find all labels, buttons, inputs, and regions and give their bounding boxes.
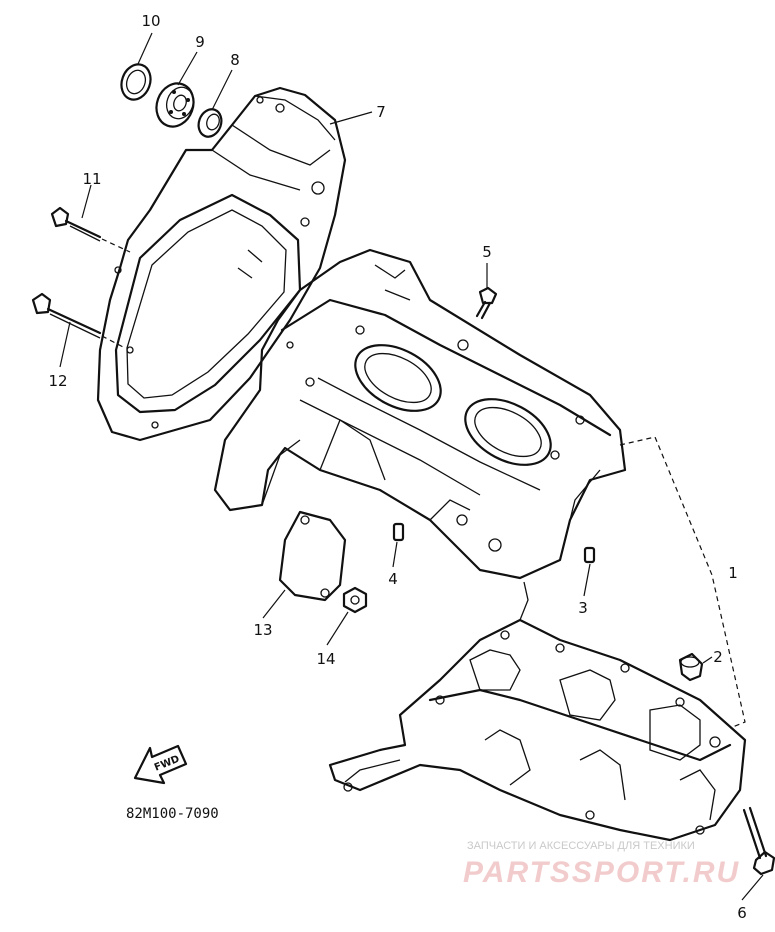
callout-10: 10 [141,12,160,30]
part-4-dowel-pin [392,522,405,542]
callout-labels: 10 9 8 7 11 12 5 4 3 1 2 13 14 6 [48,12,746,922]
callout-14: 14 [316,650,335,668]
part-13-cover-plate [278,510,347,602]
callout-12: 12 [48,372,67,390]
part-8-spacer [197,108,223,138]
lower-crankcase [328,581,747,842]
callout-1: 1 [728,564,738,582]
leader-lines [59,32,764,901]
watermark: ЗАПЧАСТИ И АКСЕССУАРЫ ДЛЯ ТЕХНИКИ PARTSS… [463,840,740,889]
part-1-assembly-bracket [619,436,746,729]
watermark-logo: PARTSSPORT.RU [463,856,740,889]
part-6-bolt [742,806,775,876]
part-5-bolt [475,286,498,320]
drawing-code: 82M100-7090 [126,806,219,822]
callout-6: 6 [737,904,747,922]
part-12-bolt [31,292,126,349]
callout-2: 2 [713,648,723,666]
fwd-arrow: FWD [133,744,188,785]
callout-5: 5 [482,243,492,261]
callout-4: 4 [388,570,398,588]
part-10-oil-seal [120,63,152,101]
callout-9: 9 [195,33,205,51]
callout-8: 8 [230,51,240,69]
callout-11: 11 [82,170,101,188]
part-9-bearing [155,82,195,128]
callout-7: 7 [376,103,386,121]
part-7-magneto-cover [96,86,347,442]
callout-3: 3 [578,599,588,617]
part-3-dowel-pin [583,546,596,564]
part-2-plug [678,652,704,682]
part-14-nut [342,586,368,614]
part-11-bolt [50,206,131,253]
watermark-tagline: ЗАПЧАСТИ И АКСЕССУАРЫ ДЛЯ ТЕХНИКИ [467,840,695,852]
upper-crankcase [213,248,627,580]
callout-13: 13 [253,621,272,639]
